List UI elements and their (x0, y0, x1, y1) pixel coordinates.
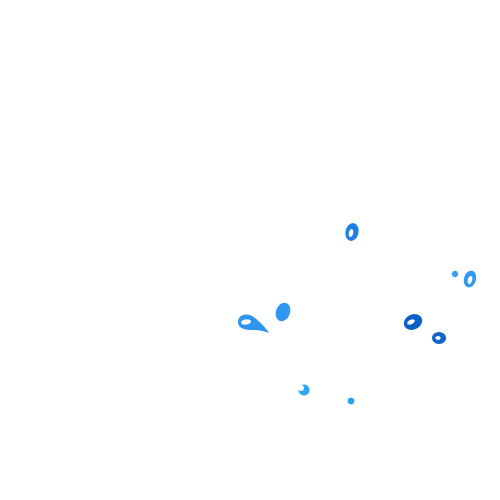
water-drop-9 (347, 397, 355, 405)
water-drop-1 (345, 223, 359, 241)
water-drop-4 (238, 314, 269, 333)
water-drop-2 (451, 270, 459, 278)
water-drop-7 (432, 332, 446, 344)
water-drop-5 (275, 302, 291, 322)
water-drop-8 (298, 384, 310, 396)
water-drop-3 (463, 270, 477, 288)
water-drop-6 (403, 314, 423, 330)
